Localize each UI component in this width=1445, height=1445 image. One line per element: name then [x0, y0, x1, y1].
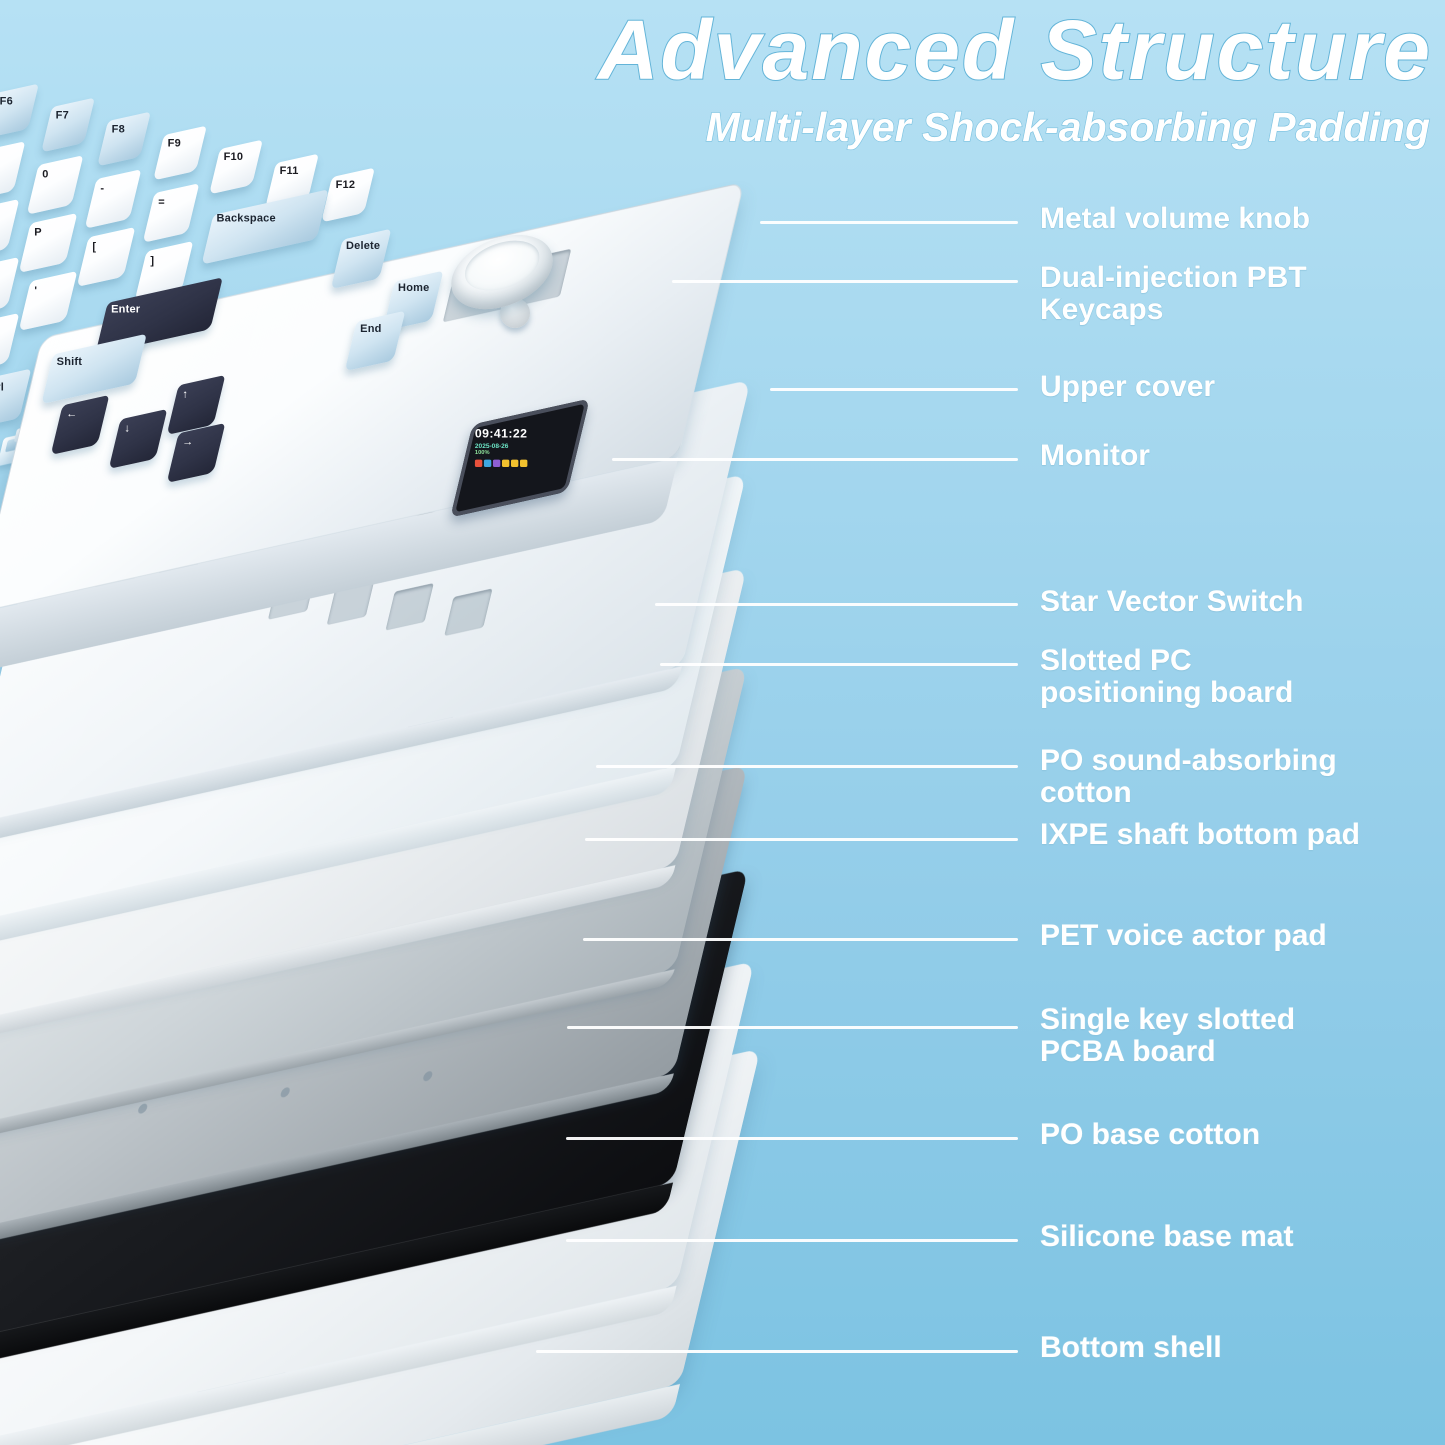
- keycap-shift[interactable]: Shift: [41, 333, 147, 405]
- keycap-delete[interactable]: Delete: [330, 228, 392, 290]
- callout-monitor: Monitor: [1039, 439, 1150, 473]
- leader-line-dual-injection-pbt-keycaps: [672, 280, 1018, 283]
- keycap-p[interactable]: P: [18, 212, 78, 274]
- keycap-ctrl[interactable]: Ctrl: [0, 368, 32, 430]
- callout-star-vector-switch: Star Vector Switch: [1039, 585, 1304, 619]
- leader-line-single-key-slotted-pcba-board: [567, 1026, 1018, 1029]
- keycap-minus[interactable]: -: [84, 169, 142, 229]
- callout-po-base-cotton: PO base cotton: [1039, 1118, 1261, 1152]
- keycap-f10[interactable]: F10: [209, 139, 263, 195]
- layer-keycaps: F6 F7 F8 F9 F10 F11 F12 7 8 9 0 - = Back…: [0, 60, 750, 490]
- callout-ixpe-shaft-bottom-pad: IXPE shaft bottom pad: [1039, 818, 1361, 852]
- callout-slotted-pc-positioning-board: Slotted PC positioning board: [1039, 644, 1294, 710]
- callout-metal-volume-knob: Metal volume knob: [1039, 202, 1311, 236]
- leader-line-bottom-shell: [536, 1350, 1018, 1353]
- callout-silicone-base-mat: Silicone base mat: [1039, 1220, 1294, 1254]
- keycap-0[interactable]: 0: [26, 155, 84, 215]
- keycap-equal[interactable]: =: [142, 183, 200, 243]
- keycap-semicolon[interactable]: ;: [0, 256, 20, 318]
- keycap-arrow-down[interactable]: ↓: [108, 408, 168, 470]
- leader-line-pet-voice-actor-pad: [583, 938, 1018, 941]
- keycap-bracket-left[interactable]: [: [76, 226, 136, 288]
- leader-line-po-base-cotton: [566, 1137, 1018, 1140]
- keycap-f8[interactable]: F8: [97, 111, 151, 167]
- keycap-arrow-left[interactable]: ←: [50, 394, 110, 456]
- callout-single-key-slotted-pcba-board: Single key slotted PCBA board: [1039, 1003, 1296, 1069]
- keycap-backspace[interactable]: Backspace: [201, 189, 329, 265]
- leader-line-ixpe-shaft-bottom-pad: [585, 838, 1018, 841]
- metal-volume-knob[interactable]: [450, 225, 554, 319]
- page-title: Advanced Structure: [597, 3, 1432, 97]
- keycap-f12[interactable]: F12: [321, 167, 375, 223]
- keycap-slash[interactable]: /: [0, 312, 20, 374]
- callout-bottom-shell: Bottom shell: [1039, 1331, 1222, 1365]
- leader-line-monitor: [612, 458, 1018, 461]
- leader-line-upper-cover: [770, 388, 1018, 391]
- leader-line-po-sound-absorbing-cotton: [596, 765, 1018, 768]
- leader-line-slotted-pc-positioning-board: [660, 663, 1018, 666]
- leader-line-star-vector-switch: [655, 603, 1018, 606]
- page-subtitle: Multi-layer Shock-absorbing Padding: [705, 103, 1431, 150]
- exploded-keyboard-assembly: 09:41:22 2025-08-26 100% F6 F7 F8 F9 F10…: [0, 60, 910, 1445]
- keycap-9[interactable]: 9: [0, 141, 26, 201]
- callout-upper-cover: Upper cover: [1039, 370, 1216, 404]
- keycap-f7[interactable]: F7: [41, 97, 95, 153]
- callout-po-sound-absorbing-cotton: PO sound-absorbing cotton: [1039, 744, 1337, 810]
- keycap-arrow-right[interactable]: →: [166, 422, 226, 484]
- leader-line-silicone-base-mat: [566, 1239, 1018, 1242]
- keycap-o[interactable]: O: [0, 198, 20, 260]
- keycap-f9[interactable]: F9: [153, 125, 207, 181]
- keycap-quote[interactable]: ': [18, 270, 78, 332]
- callout-pet-voice-actor-pad: PET voice actor pad: [1039, 919, 1327, 953]
- keycap-end[interactable]: End: [344, 310, 406, 372]
- keycap-f6[interactable]: F6: [0, 83, 39, 139]
- leader-line-metal-volume-knob: [760, 221, 1018, 224]
- callout-dual-injection-pbt-keycaps: Dual-injection PBT Keycaps: [1039, 261, 1307, 327]
